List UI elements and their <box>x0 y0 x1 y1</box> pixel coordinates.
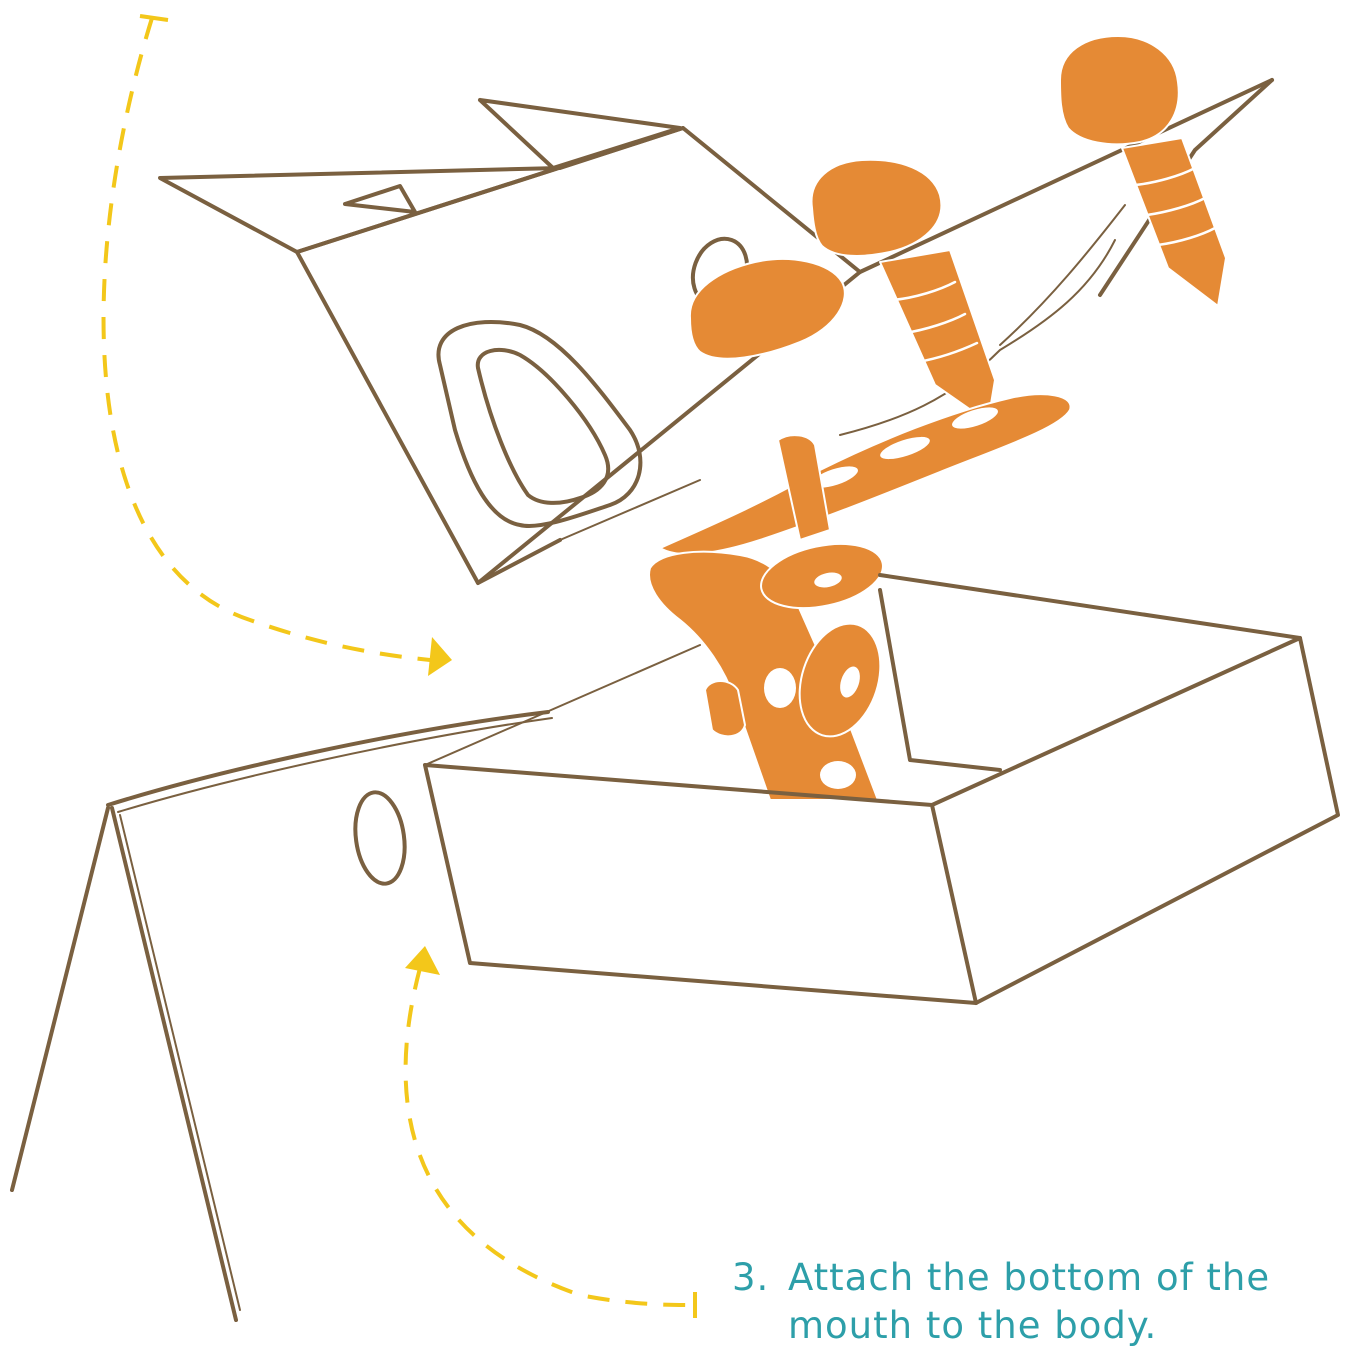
mouth-window-outer <box>438 322 640 526</box>
guide-arrow-bottom <box>406 968 695 1305</box>
wing-nut-left <box>690 259 845 359</box>
body-box-back-rim <box>880 575 1300 638</box>
body-box-front-face <box>425 765 976 1003</box>
vertical-bracket-hole <box>764 668 796 708</box>
body-box-top-left-edge <box>425 645 700 765</box>
screw-right-head <box>1060 36 1179 144</box>
upper-mouth-tooth-left <box>345 186 415 212</box>
guide-arrow-top <box>104 18 430 660</box>
body-panel-leg-shadow <box>120 815 240 1310</box>
guide-arrow-top-tick <box>140 16 168 20</box>
step-number: 3. <box>732 1254 788 1302</box>
upper-mouth-top-face <box>160 128 683 252</box>
upper-mouth-tooth-right <box>480 100 680 168</box>
body-box-inner-right-wall <box>880 590 1000 770</box>
screw-middle-shank <box>880 250 995 422</box>
body-panel-roof-crease <box>118 718 552 812</box>
body-bolt-hole <box>350 789 410 887</box>
guide-arrow-bottom-arrowhead <box>405 946 440 975</box>
body-panel-right-leg <box>112 808 236 1320</box>
screw-right-shank <box>1122 138 1226 306</box>
flat-bracket-strip <box>660 394 1071 554</box>
step-instruction: 3.Attach the bottom of the mouth to the … <box>732 1254 1348 1350</box>
mouth-window-inner <box>478 350 608 503</box>
upper-mouth-right-crease <box>1000 205 1125 345</box>
upper-mouth-lower-edge <box>478 540 560 583</box>
vertical-bracket-hole-lower <box>820 761 856 789</box>
step-text-line-1: Attach the bottom of the <box>788 1256 1270 1299</box>
step-text-line-2: mouth to the body. <box>732 1302 1348 1350</box>
body-panel-left-leg <box>12 808 108 1190</box>
body-box-right-face <box>932 638 1338 1003</box>
guide-arrow-top-arrowhead <box>428 637 452 676</box>
body-panel <box>12 712 552 1320</box>
hardware-parts <box>649 36 1226 800</box>
